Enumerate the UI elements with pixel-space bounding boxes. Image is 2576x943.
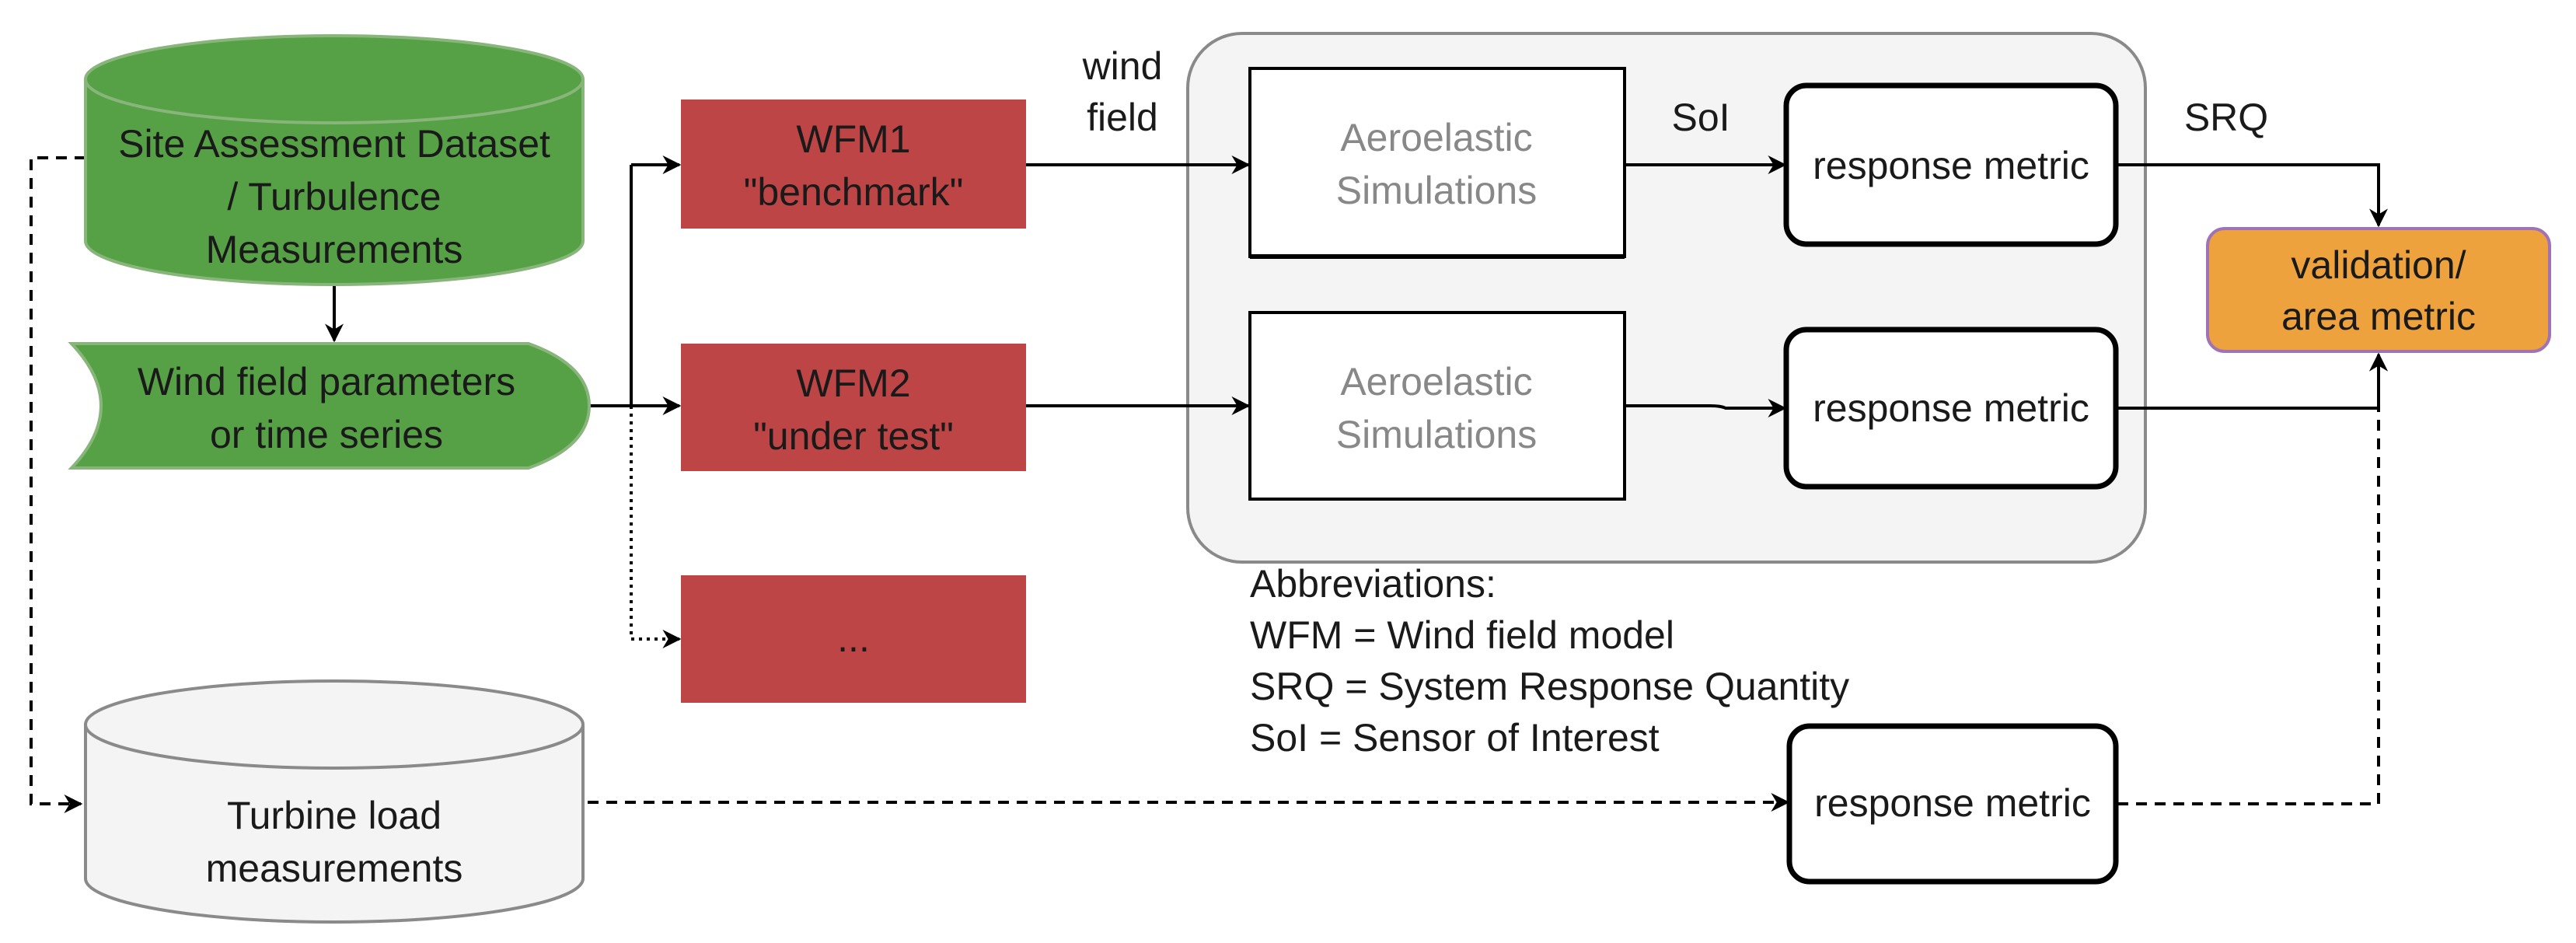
wfm1-box: WFM1 "benchmark" (681, 100, 1026, 229)
wind-params-line2: or time series (210, 413, 443, 456)
wfm3-box: ... (681, 575, 1026, 703)
wind-field-parameters: Wind field parameters or time series (68, 342, 592, 470)
site-dataset-line1: Site Assessment Dataset (118, 122, 550, 166)
sim2-line1: Aeroelastic (1340, 360, 1532, 403)
sim1-line2: Simulations (1336, 169, 1537, 212)
wfm2-line2: "under test" (753, 414, 954, 458)
turbine-load-line1: Turbine load (227, 794, 442, 837)
edge-label-wind: wind (1082, 44, 1163, 88)
arrow-rm2-to-validation (2117, 352, 2388, 410)
turbine-load-measurements: Turbine load measurements (84, 679, 585, 924)
turbine-load-top (84, 679, 585, 770)
response-metric-top: response metric (1783, 82, 2119, 247)
wind-params-line1: Wind field parameters (138, 360, 515, 403)
wfm2-line1: WFM2 (796, 361, 910, 405)
aeroelastic-sim-2: Aeroelastic Simulations (1248, 311, 1626, 501)
wind-params-shape (68, 342, 592, 470)
wfm2-box: WFM2 "under test" (681, 344, 1026, 471)
abbreviation-wfm: WFM = Wind field model (1250, 613, 1674, 657)
response-metric-middle-label: response metric (1813, 386, 2089, 430)
validation-line2: area metric (2281, 295, 2476, 338)
site-assessment-dataset: Site Assessment Dataset / Turbulence Mea… (84, 34, 585, 286)
arrow-sim2-to-rm2 (1625, 399, 1787, 417)
arrow-to-wfm3 (630, 406, 682, 648)
wfm3-line1: ... (837, 616, 870, 660)
turbine-load-body (84, 725, 585, 924)
turbine-load-line2: measurements (206, 847, 463, 890)
arrow-dataset-to-turbine (30, 156, 86, 813)
edge-label-field: field (1087, 96, 1158, 139)
sim1-line1: Aeroelastic (1340, 116, 1532, 159)
validation-line1: validation/ (2291, 243, 2466, 287)
response-metric-top-label: response metric (1813, 144, 2089, 187)
response-metric-middle: response metric (1783, 327, 2119, 490)
connectors (30, 155, 2388, 813)
response-metric-bottom-label: response metric (1814, 781, 2091, 825)
edge-label-srq: SRQ (2184, 96, 2268, 139)
response-metric-bottom: response metric (1786, 723, 2119, 885)
validation-area-metric: validation/ area metric (2206, 227, 2551, 353)
sim2-line2: Simulations (1336, 413, 1537, 456)
arrow-rm3-to-validation (2117, 352, 2388, 805)
abbreviations-legend: Abbreviations: WFM = Wind field model SR… (1250, 562, 1849, 760)
site-dataset-line2: / Turbulence (227, 175, 441, 218)
site-dataset-top (84, 34, 585, 124)
aeroelastic-sim-1: Aeroelastic Simulations (1248, 67, 1626, 259)
abbreviation-srq: SRQ = System Response Quantity (1250, 665, 1849, 708)
site-dataset-body (84, 79, 585, 286)
abbreviations-title: Abbreviations: (1250, 562, 1496, 606)
wfm1-line2: "benchmark" (744, 170, 964, 214)
arrow-rm1-to-validation (2117, 163, 2388, 228)
edge-label-soi: SoI (1671, 96, 1730, 139)
site-dataset-line3: Measurements (206, 228, 463, 271)
abbreviation-soi: SoI = Sensor of Interest (1250, 716, 1660, 760)
wfm1-line1: WFM1 (796, 117, 910, 161)
